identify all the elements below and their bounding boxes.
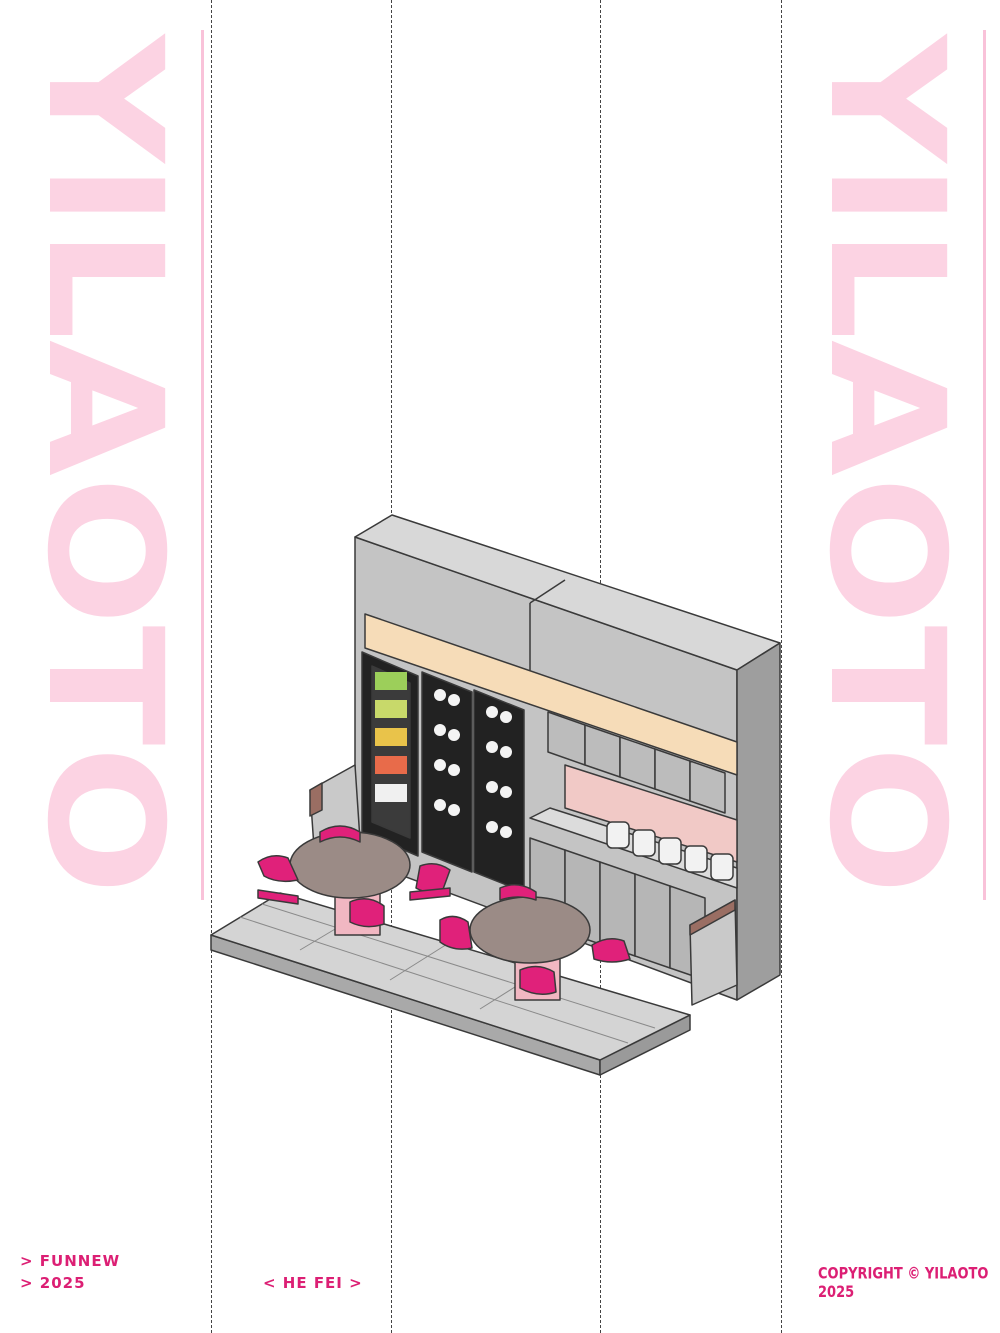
footer-year: > 2025 [20,1274,86,1292]
table-2-top [469,896,591,964]
wordmark-left-svg: YILAOTO [20,33,190,895]
upper-cabinets [547,711,726,814]
footer-location: < HE FEI > [263,1274,363,1292]
guide-line-4 [781,0,782,1333]
floor-tile-lines [239,903,656,1044]
guide-line-1 [211,0,212,1333]
fridge-dishes-2 [473,689,525,893]
wordmark-left: YILAOTO [20,30,204,900]
footer-copyright: COPYRIGHT © YILAOTO 2025 [818,1264,989,1303]
wordmark-left-text: YILAOTO [20,33,190,895]
wood-band [364,613,738,776]
floor-top [210,892,691,1061]
wordmark-left-bar [201,30,204,900]
fridge-drinks-contents [375,672,407,802]
fridge-dishes-1 [421,671,473,873]
footer-project: > FUNNEW [20,1252,121,1270]
backsplash [564,764,738,863]
wordmark-right-svg: YILAOTO [802,33,972,895]
table-1-top [289,831,411,899]
wordmark-right-text: YILAOTO [802,33,972,895]
wordmark-right: YILAOTO [802,30,986,900]
wall-side [736,642,781,1001]
wordmark-right-bar [983,30,986,900]
dish-contents [434,689,512,838]
appliances [606,821,734,881]
chairs [257,825,631,995]
